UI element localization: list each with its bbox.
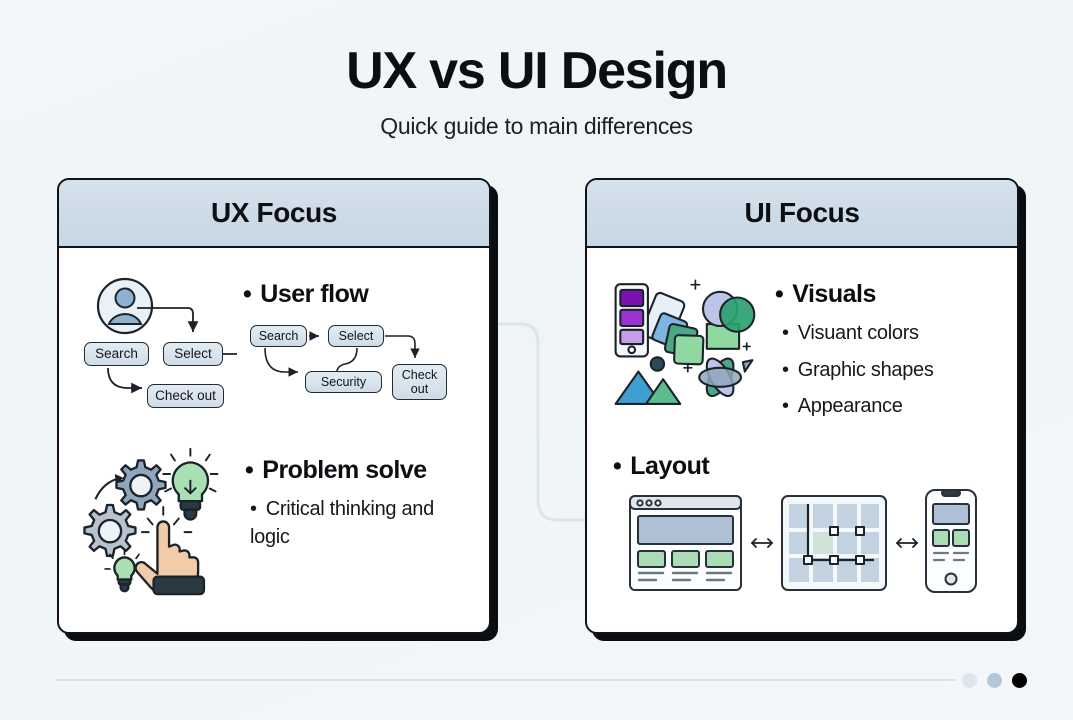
ui-heading-visuals: Visuals (775, 280, 876, 309)
ux-flow1-node-checkout[interactable]: Check out (147, 384, 224, 408)
ux-flow1-node-search[interactable]: Search (84, 342, 149, 366)
mobile-phone-wireframe (925, 489, 977, 593)
pagination-dots[interactable] (962, 673, 1027, 688)
pointing-hand-icon (134, 505, 206, 596)
gear-icon (83, 503, 137, 558)
page-header: UX vs UI Design Quick guide to main diff… (0, 0, 1073, 140)
gear-icon (115, 459, 167, 511)
ux-flow2-node-search[interactable]: Search (250, 325, 307, 347)
page-dot-3[interactable] (1012, 673, 1027, 688)
ui-sub-appearance: Appearance (782, 393, 934, 421)
page-dot-1[interactable] (962, 673, 977, 688)
user-avatar (96, 277, 154, 335)
gears-lightbulb-hand-illustration (83, 447, 219, 596)
ui-sub-graphic-shapes: Graphic shapes (782, 357, 934, 385)
ux-flow1-node-select[interactable]: Select (163, 342, 223, 366)
page-subtitle: Quick guide to main differences (380, 112, 693, 139)
ux-flow2-node-select[interactable]: Select (328, 325, 384, 347)
ux-flow2-node-checkout[interactable]: Check out (392, 364, 447, 400)
panel-ui-title: UI Focus (744, 197, 860, 228)
ux-flow2-node-security[interactable]: Security (305, 371, 382, 393)
overlapping-circles-icon (701, 290, 756, 350)
ux-sub-critical-thinking: Critical thinking and logic (250, 496, 445, 551)
lightbulb-icon (104, 548, 145, 593)
color-palette-shapes-illustration (614, 279, 756, 405)
ui-sub-visuant-colors: Visuant colors (782, 320, 934, 348)
ux-heading-user-flow: User flow (243, 280, 369, 309)
lightbulb-icon (162, 447, 219, 521)
panel-ux-title: UX Focus (211, 197, 337, 228)
star-petal-icon (698, 357, 754, 398)
wireframe-arrow-right (895, 538, 919, 548)
color-swatch-fan-icon (614, 283, 705, 366)
ux-flow-secondary-arrows (264, 331, 420, 377)
browser-window-wireframe (629, 495, 742, 591)
panel-connector (480, 322, 600, 522)
ui-heading-layout: Layout (613, 452, 709, 481)
panel-ui-header: UI Focus (587, 180, 1017, 248)
page-dot-2[interactable] (987, 673, 1002, 688)
grid-layout-wireframe (781, 495, 887, 591)
page-title: UX vs UI Design (346, 42, 728, 100)
mountain-image-icon (614, 356, 682, 405)
ux-heading-problem-solve: Problem solve (245, 456, 427, 485)
footer-divider (56, 679, 956, 681)
wireframe-arrow-left (750, 538, 774, 548)
panel-ux-header: UX Focus (59, 180, 489, 248)
ui-visuals-sublist: Visuant colors Graphic shapes Appearance (782, 320, 934, 421)
